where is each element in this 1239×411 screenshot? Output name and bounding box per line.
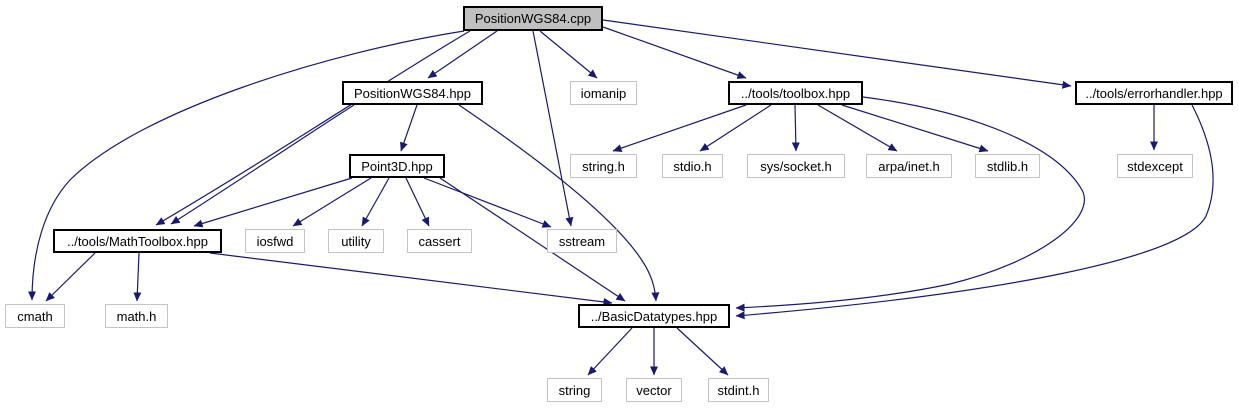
graph-node-math_h: math.h <box>105 304 168 328</box>
edge-mathtoolbox-to-basic <box>209 252 613 306</box>
edge-basic-to-string <box>587 327 633 376</box>
edge-errorhandler-to-basic <box>735 104 1214 320</box>
graph-node-inet_h: arpa/inet.h <box>866 154 952 178</box>
edge-toolbox-to-basic <box>735 96 1085 312</box>
graph-node-iosfwd: iosfwd <box>245 229 305 253</box>
graph-node-sstream: sstream <box>547 229 617 253</box>
edge-cpp-to-hpp <box>427 30 498 79</box>
edge-toolbox-to-inet_h <box>817 104 898 152</box>
edge-basic-to-stdint_h <box>676 327 729 376</box>
graph-node-stdlib_h: stdlib.h <box>975 154 1040 178</box>
edge-toolbox-to-string_h <box>612 104 747 152</box>
edge-toolbox-to-stdlib_h <box>841 104 989 153</box>
edge-cpp-to-mathtoolbox <box>155 30 471 226</box>
graph-node-stdio_h: stdio.h <box>662 154 723 178</box>
graph-node-cassert: cassert <box>407 229 472 253</box>
edge-cpp-to-errorhandler <box>602 19 1072 89</box>
graph-node-string_h: string.h <box>570 154 637 178</box>
graph-node-point3d[interactable]: Point3D.hpp <box>349 154 445 178</box>
graph-node-iomanip: iomanip <box>570 81 637 105</box>
graph-node-mathtoolbox[interactable]: ../tools/MathToolbox.hpp <box>53 229 222 253</box>
edge-hpp-to-basic <box>458 104 660 302</box>
graph-node-string: string <box>547 378 602 402</box>
graph-node-toolbox[interactable]: ../tools/toolbox.hpp <box>728 81 863 105</box>
edge-cpp-to-iomanip <box>539 30 598 79</box>
edge-cpp-to-toolbox <box>602 26 747 79</box>
edge-point3d-to-mathtoolbox <box>193 177 353 228</box>
graph-node-stdexcept: stdexcept <box>1117 154 1193 178</box>
edge-mathtoolbox-to-math_h <box>133 252 142 302</box>
graph-node-hpp[interactable]: PositionWGS84.hpp <box>342 81 483 105</box>
graph-node-vector: vector <box>626 378 682 402</box>
edge-hpp-to-mathtoolbox <box>170 104 355 225</box>
edge-hpp-to-point3d <box>400 104 418 152</box>
edge-cpp-to-cmath <box>28 30 465 301</box>
edge-point3d-to-iosfwd <box>292 177 372 227</box>
graph-node-errorhandler[interactable]: ../tools/errorhandler.hpp <box>1075 81 1233 105</box>
edge-mathtoolbox-to-cmath <box>45 252 96 302</box>
edge-toolbox-to-socket_h <box>791 104 800 152</box>
edge-point3d-to-sstream <box>423 177 552 228</box>
graph-node-socket_h: sys/socket.h <box>747 154 845 178</box>
edge-point3d-to-utility <box>361 177 390 227</box>
edge-toolbox-to-stdio_h <box>699 104 772 152</box>
edge-point3d-to-basic <box>439 177 626 302</box>
graph-node-basic[interactable]: ../BasicDatatypes.hpp <box>578 304 730 328</box>
graph-node-stdint_h: stdint.h <box>708 378 769 402</box>
edge-cpp-to-sstream <box>532 30 574 227</box>
edge-point3d-to-cassert <box>405 177 430 227</box>
graph-node-cpp: PositionWGS84.cpp <box>463 6 603 31</box>
graph-node-utility: utility <box>328 229 384 253</box>
graph-node-cmath: cmath <box>5 304 65 328</box>
